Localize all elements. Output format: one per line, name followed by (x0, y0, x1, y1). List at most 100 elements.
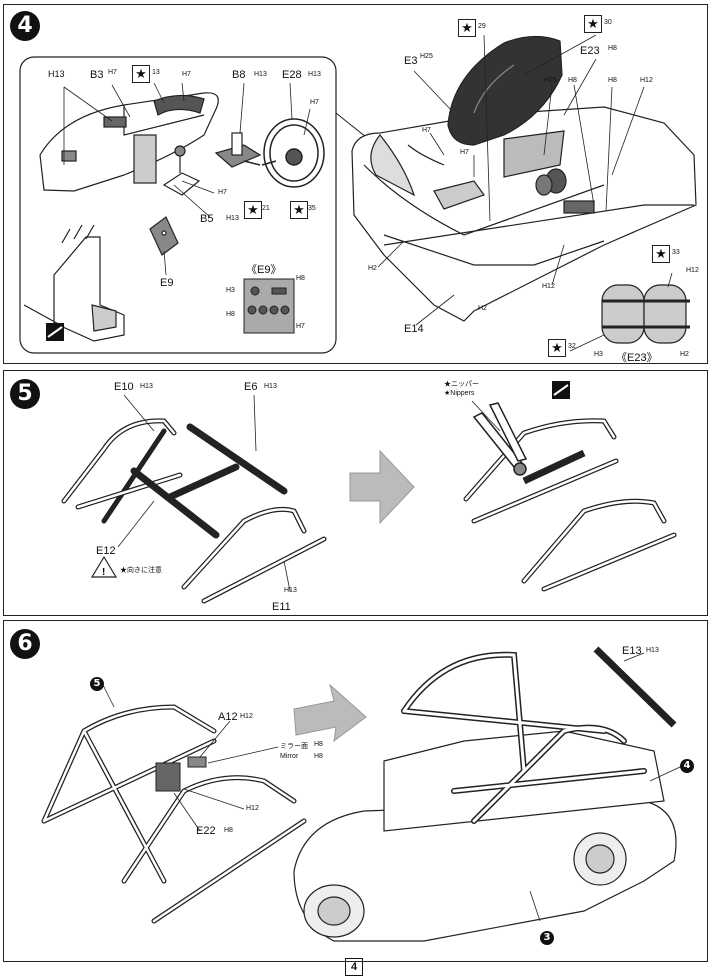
step-5-drawing: ! (61, 381, 677, 604)
label: H2 (478, 305, 487, 312)
shifter-part (162, 145, 201, 196)
label: A12 (218, 711, 238, 723)
arrow-icon (293, 683, 367, 743)
cement-icon (552, 381, 570, 399)
label: H25 (420, 53, 433, 60)
label: H3 (594, 351, 603, 358)
caution-text: ★向きに注意 (120, 567, 162, 574)
mirror-part (155, 756, 207, 792)
label: 33 (672, 249, 680, 256)
label: H13 (226, 215, 239, 222)
star-icon: ★ (584, 15, 602, 33)
label: B5 (200, 213, 214, 225)
label: H8 (226, 311, 235, 318)
interior-tub (351, 106, 697, 322)
label: H13 (48, 69, 65, 79)
label: Mirror (280, 753, 299, 760)
label: E23 (580, 45, 600, 57)
star-icon: ★ (244, 201, 262, 219)
label: H7 (460, 149, 469, 156)
label: H7 (108, 69, 117, 76)
label: E9 (160, 277, 174, 289)
step-5-panel: 5 (3, 370, 708, 616)
label: H13 (308, 71, 321, 78)
cement-icon (46, 323, 64, 341)
label: H13 (646, 647, 659, 654)
label: H13 (254, 71, 267, 78)
label: H13 (140, 383, 153, 390)
label: H12 (240, 713, 253, 720)
tool-label-jp: ★ニッパー (444, 381, 479, 388)
step-reference: 5 (90, 677, 104, 691)
label: H7 (422, 127, 431, 134)
label: H25 (544, 77, 557, 84)
tool-label-en: ★Nippers (444, 390, 475, 397)
fuel-tanks-part (601, 284, 690, 344)
label: H12 (246, 805, 259, 812)
label: H7 (310, 99, 319, 106)
page-number: 4 (345, 958, 363, 976)
label: 32 (568, 343, 576, 350)
label: E28 (282, 69, 302, 81)
label: 29 (478, 23, 486, 30)
step-reference: 4 (680, 759, 694, 773)
label: 35 (308, 205, 316, 212)
steering-wheel-part (243, 118, 325, 188)
label: 30 (604, 19, 612, 26)
star-icon: ★ (458, 19, 476, 37)
label: 《E9》 (246, 264, 282, 276)
label: E3 (404, 55, 418, 67)
label: H13 (284, 587, 297, 594)
racing-seat (447, 35, 563, 146)
label: B8 (232, 69, 246, 81)
label: H12 (686, 267, 699, 274)
label: H8 (568, 77, 577, 84)
label: 13 (152, 69, 160, 76)
nippers-icon (472, 402, 528, 476)
label: ミラー面 (280, 743, 308, 750)
label: 《E23》 (616, 352, 658, 364)
label: H8 (608, 77, 617, 84)
step-number: 6 (10, 629, 40, 659)
label: H3 (226, 287, 235, 294)
label: H8 (314, 741, 323, 748)
car-body (293, 730, 677, 942)
label: H2 (680, 351, 689, 358)
label: B3 (90, 69, 104, 81)
label: H2 (368, 265, 377, 272)
e9-detail (243, 278, 295, 334)
cage-bars (130, 423, 288, 539)
label: E12 (96, 545, 116, 557)
step-4-panel: 4 (3, 4, 708, 364)
label: H13 (264, 383, 277, 390)
label: H7 (182, 71, 191, 78)
label: H8 (224, 827, 233, 834)
b8-part (214, 132, 262, 168)
step-number: 4 (10, 11, 40, 41)
label: H8 (296, 275, 305, 282)
e13-bar (593, 646, 677, 728)
caution-icon (90, 555, 118, 578)
label: E6 (244, 381, 258, 393)
label: E14 (404, 323, 424, 335)
center-console-part (23, 224, 125, 342)
svg-text:!: ! (102, 567, 105, 578)
step-reference: 3 (540, 931, 554, 945)
star-icon: ★ (132, 65, 150, 83)
label: H7 (218, 189, 227, 196)
label: H12 (640, 77, 653, 84)
label: E11 (272, 601, 291, 613)
arrow-icon (349, 449, 415, 525)
step-number: 5 (10, 379, 40, 409)
star-icon: ★ (548, 339, 566, 357)
star-icon: ★ (652, 245, 670, 263)
label: E10 (114, 381, 134, 393)
star-icon: ★ (290, 201, 308, 219)
label: 21 (262, 205, 270, 212)
e9-panel-part (149, 216, 179, 256)
label: E13 (622, 645, 642, 657)
label: H8 (314, 753, 323, 760)
label: H12 (542, 283, 555, 290)
step-6-panel: 6 (3, 620, 708, 962)
label: H7 (296, 323, 305, 330)
